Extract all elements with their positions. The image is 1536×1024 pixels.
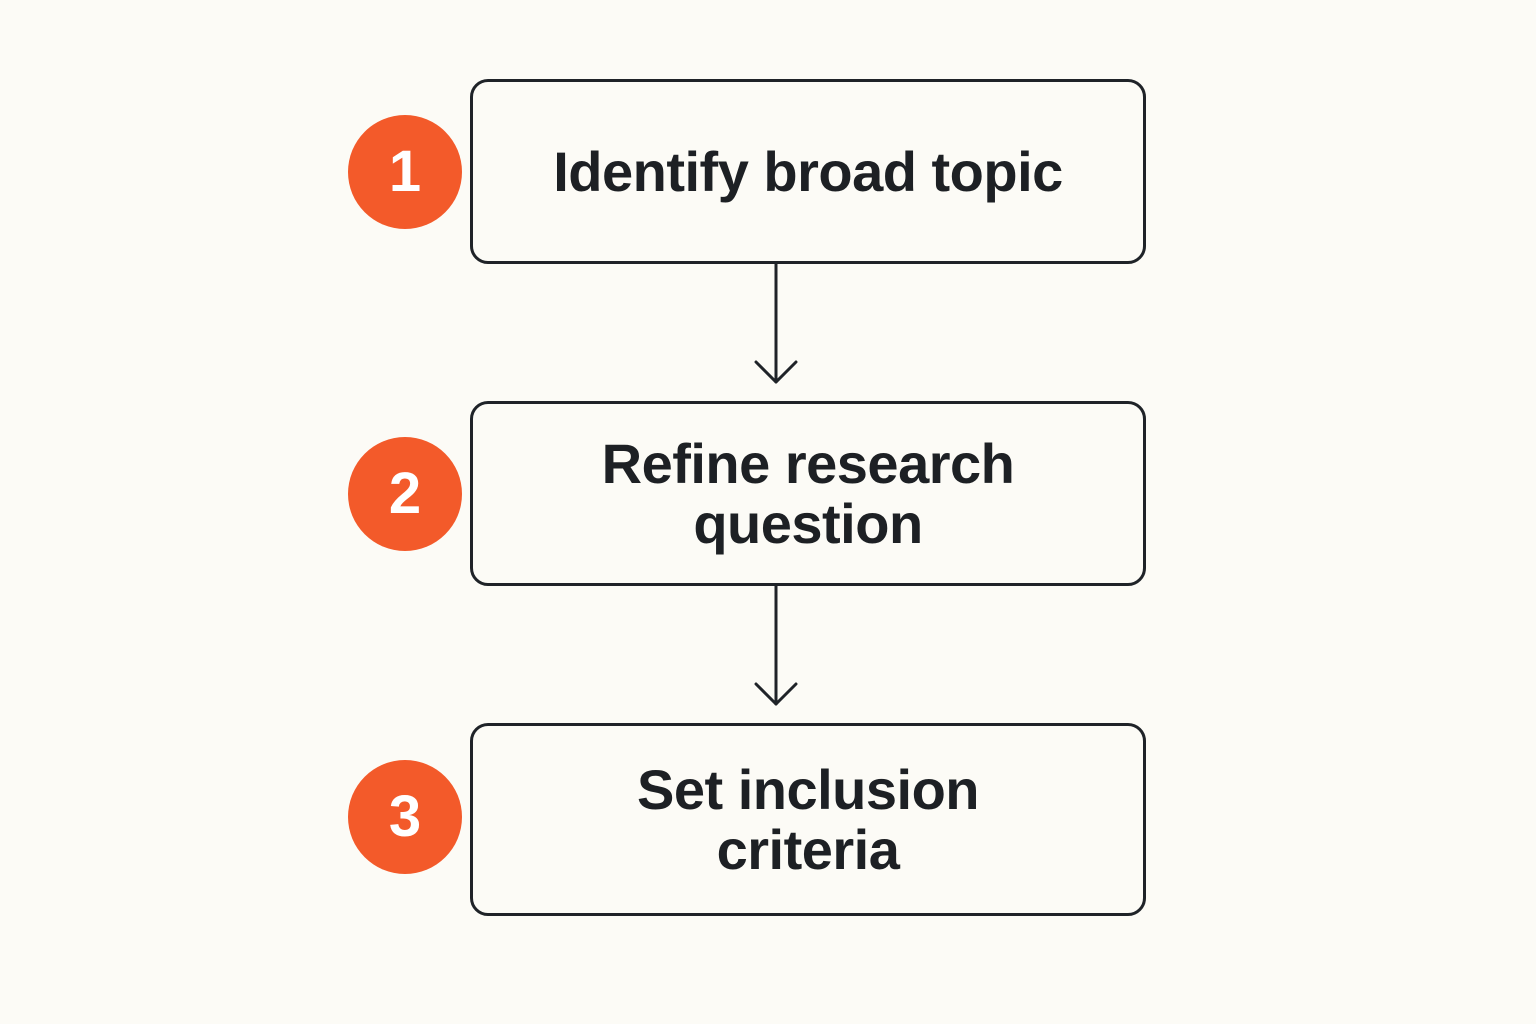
step-2-box: Refine research question	[470, 401, 1146, 586]
step-3-box: Set inclusion criteria	[470, 723, 1146, 916]
step-1-box: Identify broad topic	[470, 79, 1146, 264]
step-3-label: Set inclusion criteria	[637, 757, 980, 881]
arrow-2-to-3	[754, 584, 798, 706]
step-3-badge: 3	[348, 760, 462, 874]
step-2-number: 2	[388, 461, 422, 526]
step-1-label: Identify broad topic	[553, 139, 1063, 203]
step-3-number: 3	[388, 784, 422, 849]
step-2-badge: 2	[348, 437, 462, 551]
step-1-badge: 1	[348, 115, 462, 229]
step-2-label: Refine research question	[601, 431, 1015, 555]
arrow-1-to-2	[754, 262, 798, 384]
step-1-number: 1	[388, 139, 422, 204]
